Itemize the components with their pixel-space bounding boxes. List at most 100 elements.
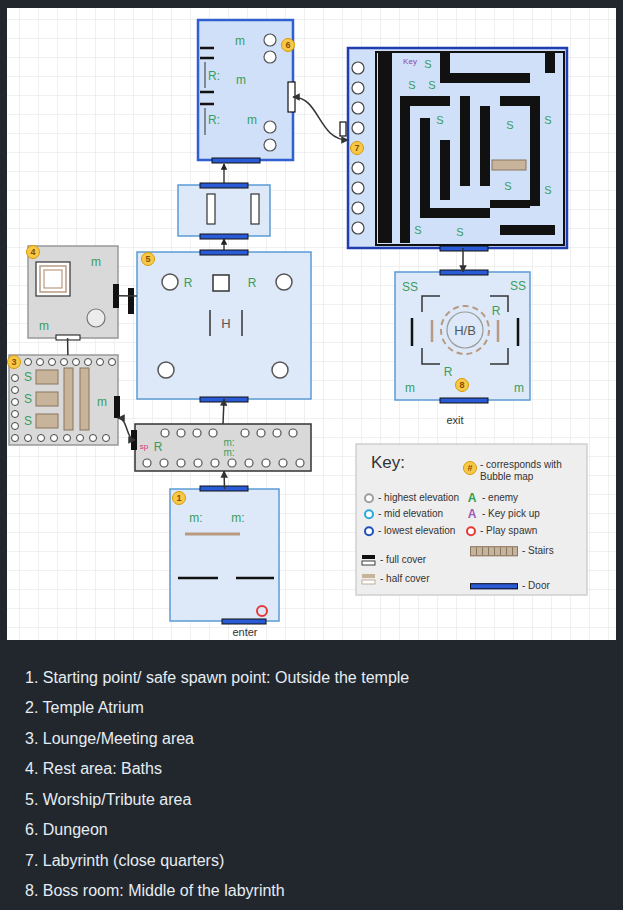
maze-wall xyxy=(450,73,530,83)
bath xyxy=(36,262,70,296)
paper xyxy=(7,8,616,640)
pillar xyxy=(257,429,265,437)
full-cover xyxy=(411,318,414,346)
pillar xyxy=(352,222,364,234)
room-marker: m xyxy=(91,256,101,268)
legend-row: - half cover xyxy=(380,573,429,585)
room-connector xyxy=(118,295,137,297)
maze-wall xyxy=(420,118,430,218)
door xyxy=(440,398,488,403)
half-cover xyxy=(431,320,434,342)
note-line: 2. Temple Atrium xyxy=(25,700,144,716)
callout-number: 1 xyxy=(172,491,186,505)
legend-row: - corresponds with Bubble map xyxy=(480,459,578,482)
pillar xyxy=(228,459,236,467)
legend-row: - Door xyxy=(470,580,550,592)
pillar xyxy=(61,359,68,366)
room-marker: S xyxy=(505,120,514,131)
pillar xyxy=(352,122,364,134)
maze-border xyxy=(376,52,564,245)
cover-corner xyxy=(422,348,440,364)
legend-swatch xyxy=(470,546,518,556)
room-marker: R xyxy=(154,441,163,453)
room-marker: S xyxy=(455,227,464,238)
door xyxy=(200,250,248,255)
note-line: 6. Dungeon xyxy=(25,822,108,838)
pillar xyxy=(193,429,201,437)
full-cover xyxy=(517,318,520,346)
maze-wall xyxy=(500,96,540,106)
cell-wall xyxy=(205,108,206,135)
legend-title: Key: xyxy=(371,454,405,471)
legend-text: - corresponds with Bubble map xyxy=(480,459,578,482)
room-area: 1m:m: xyxy=(170,489,279,621)
room-outline xyxy=(137,252,311,399)
legend-symbol: A xyxy=(468,508,477,520)
pillar xyxy=(209,429,217,437)
callout-number: 3 xyxy=(7,355,21,369)
room-marker: m xyxy=(247,114,257,126)
pillar xyxy=(97,359,104,366)
pillar xyxy=(276,274,292,290)
maze-wall xyxy=(378,53,392,243)
half-cover-sample xyxy=(362,580,375,584)
legend-swatch xyxy=(364,493,374,503)
room-area: 8SSSSRH/BRmm xyxy=(395,272,530,400)
pillar xyxy=(194,459,202,467)
pillar xyxy=(211,459,219,467)
room-connector xyxy=(293,97,348,140)
legend-row: - full cover xyxy=(380,554,426,566)
legend-text: - half cover xyxy=(380,573,429,585)
pillar xyxy=(37,359,44,366)
cell-bar xyxy=(200,47,214,50)
pillar xyxy=(352,82,364,94)
legend-row: - mid elevation xyxy=(364,508,443,520)
room-outline xyxy=(178,185,270,236)
pillar xyxy=(73,359,80,366)
legend-row: - Key pick up xyxy=(482,508,540,520)
boss-ring xyxy=(441,306,489,354)
door-label: enter xyxy=(232,627,257,638)
stairs xyxy=(492,160,526,170)
maze-wall xyxy=(490,200,530,208)
cover-corner xyxy=(422,296,440,312)
note-line: 8. Boss room: Middle of the labyrinth xyxy=(25,883,285,899)
pillar xyxy=(12,399,19,406)
maze-wall xyxy=(440,140,450,200)
cell-wall xyxy=(205,62,206,88)
callout-number: 4 xyxy=(26,245,40,259)
room-marker: m xyxy=(514,382,524,394)
pillar xyxy=(177,429,185,437)
door xyxy=(200,234,248,239)
room-marker: m: xyxy=(189,512,202,524)
room-marker: R: xyxy=(208,70,220,82)
pillar xyxy=(262,459,270,467)
player-spawn xyxy=(257,606,267,616)
legend-text: - enemy xyxy=(482,492,518,504)
cell-bar xyxy=(200,91,214,94)
pillar xyxy=(12,411,19,418)
note-line: 5. Worship/Tribute area xyxy=(25,792,191,808)
pillar xyxy=(160,459,168,467)
room-marker: SS xyxy=(402,281,418,293)
room-connector xyxy=(223,399,224,424)
callout-number: # xyxy=(463,461,477,475)
bath-steps xyxy=(40,266,66,292)
legend-text: - full cover xyxy=(380,554,426,566)
pillar xyxy=(352,102,364,114)
door xyxy=(114,396,120,418)
full-cover xyxy=(207,194,215,224)
maze-wall xyxy=(530,106,540,206)
door xyxy=(440,246,488,251)
maze-wall xyxy=(440,53,450,83)
bath-steps xyxy=(44,270,62,288)
room-marker: R xyxy=(184,277,193,289)
pillar xyxy=(103,435,110,442)
bench xyxy=(64,368,73,430)
pillar xyxy=(352,62,364,74)
room-outline xyxy=(348,48,567,248)
pillar xyxy=(352,202,364,214)
room-marker: R xyxy=(444,366,453,378)
legend-text: - highest elevation xyxy=(378,492,459,504)
bench xyxy=(80,368,89,430)
